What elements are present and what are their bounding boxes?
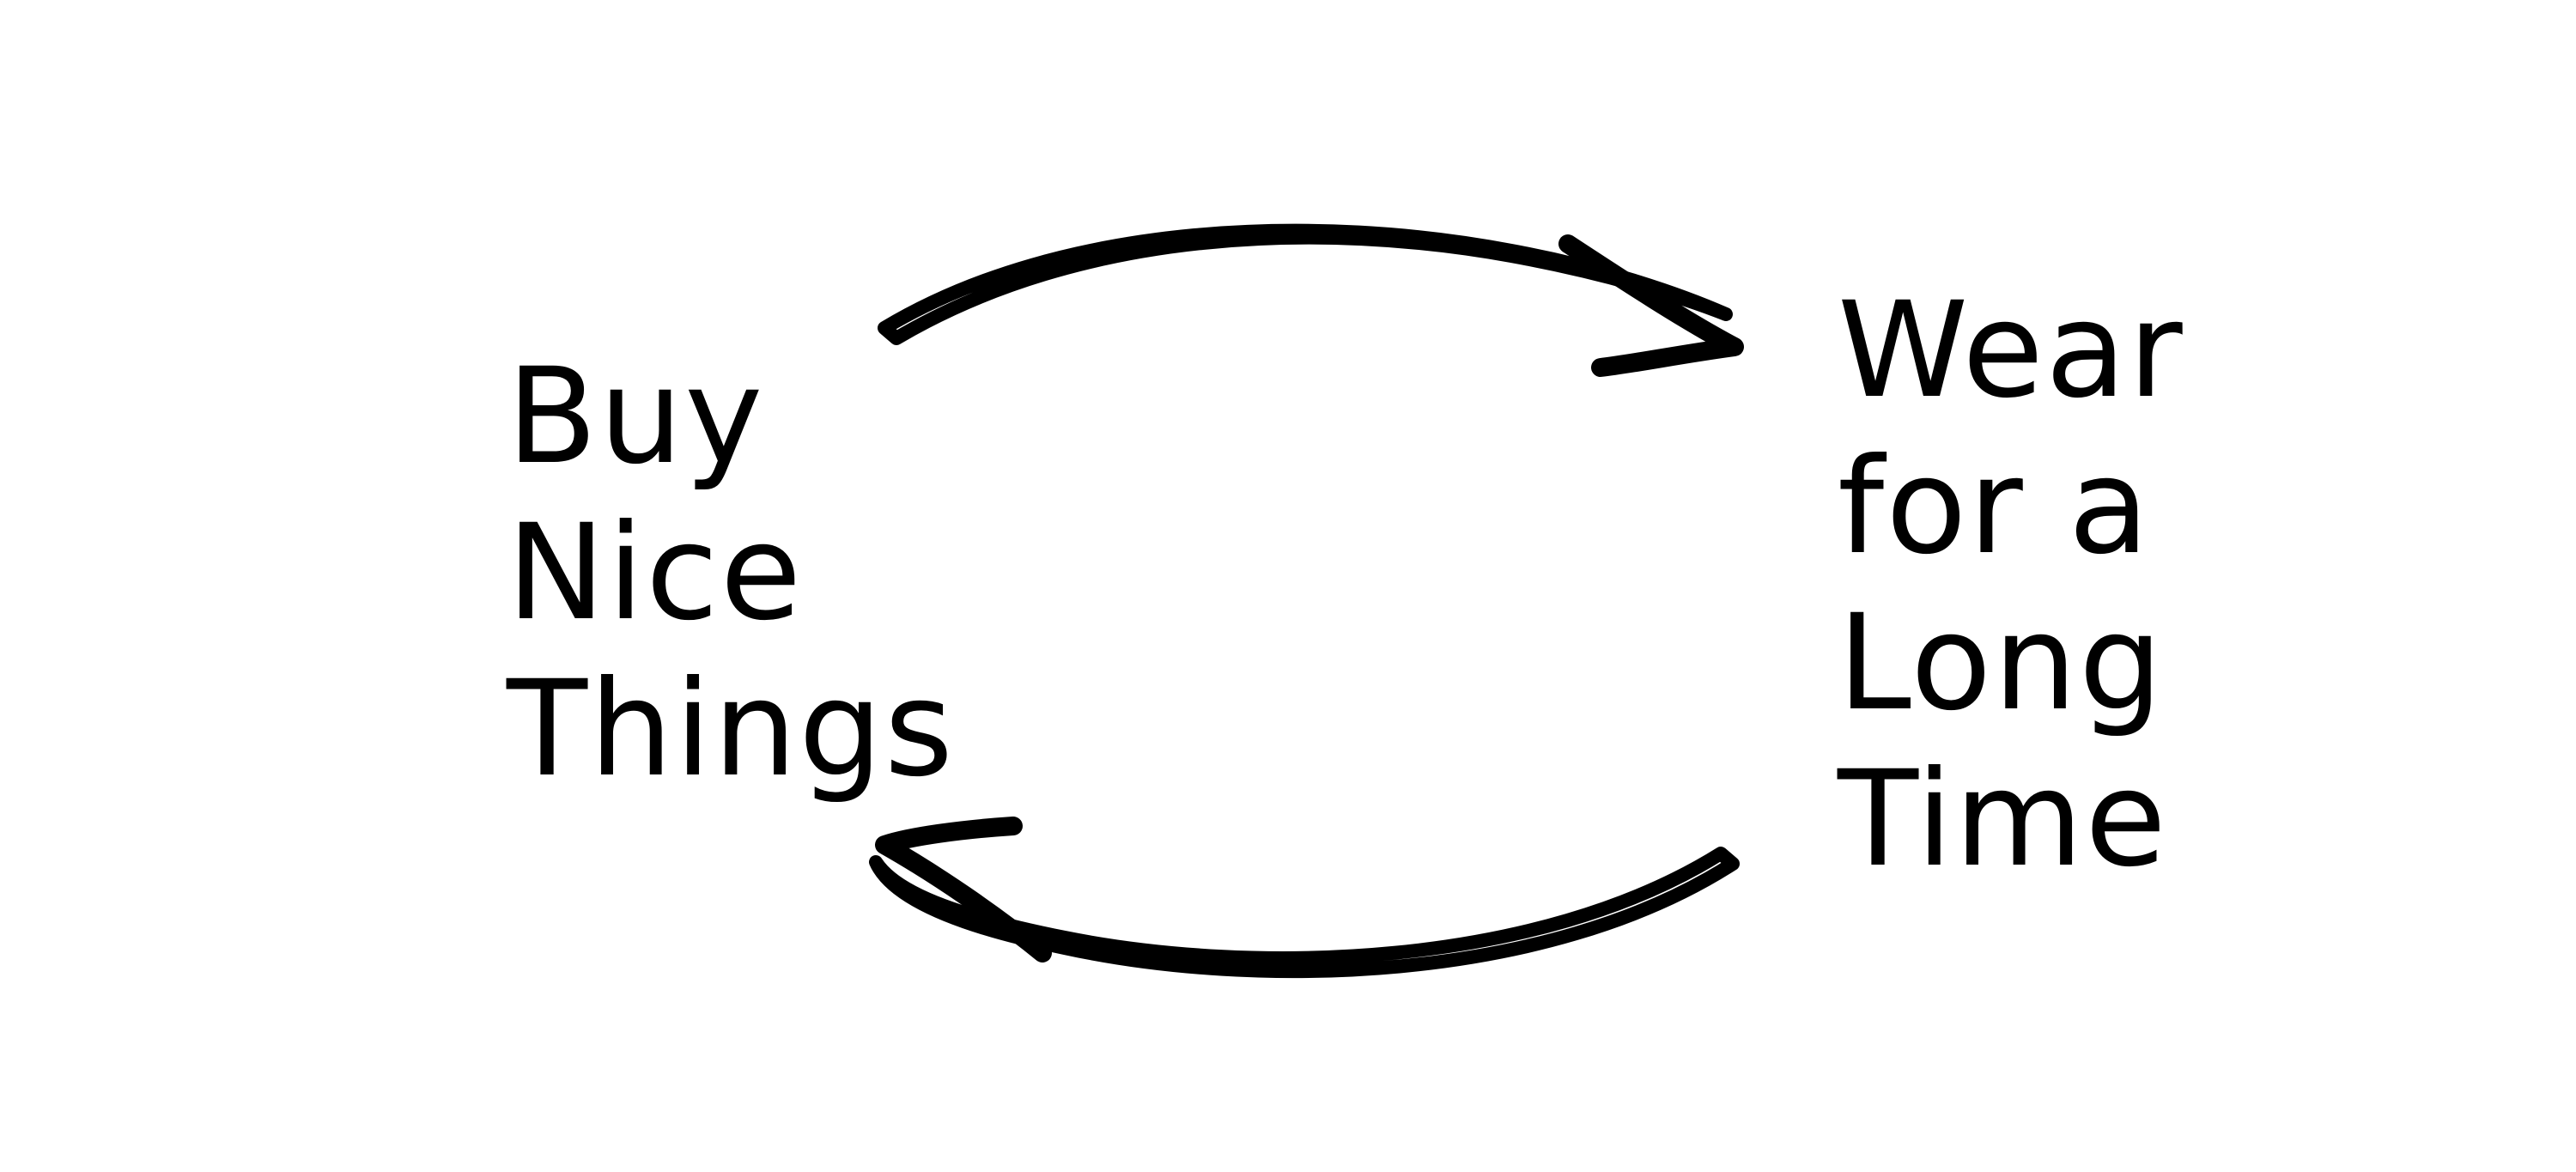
arrow-bottom-head <box>875 817 1052 962</box>
right-label-line-4: Time <box>1838 743 2168 896</box>
arrow-top-right <box>878 223 1744 377</box>
arrow-top-shaft <box>878 223 1733 345</box>
right-label-line-2: for a <box>1838 430 2152 584</box>
left-label-line-3: Things <box>507 653 956 806</box>
right-label-line-1: Wear <box>1838 274 2184 428</box>
left-label: Buy Nice Things <box>507 339 955 808</box>
left-label-line-1: Buy <box>507 340 765 494</box>
right-label-line-3: Long <box>1838 586 2165 740</box>
arrow-top-head <box>1558 234 1744 377</box>
arrow-bottom-left <box>869 817 1740 979</box>
left-label-line-2: Nice <box>507 496 804 650</box>
arrow-bottom-shaft <box>869 847 1740 979</box>
right-label: Wear for a Long Time <box>1838 273 2184 898</box>
